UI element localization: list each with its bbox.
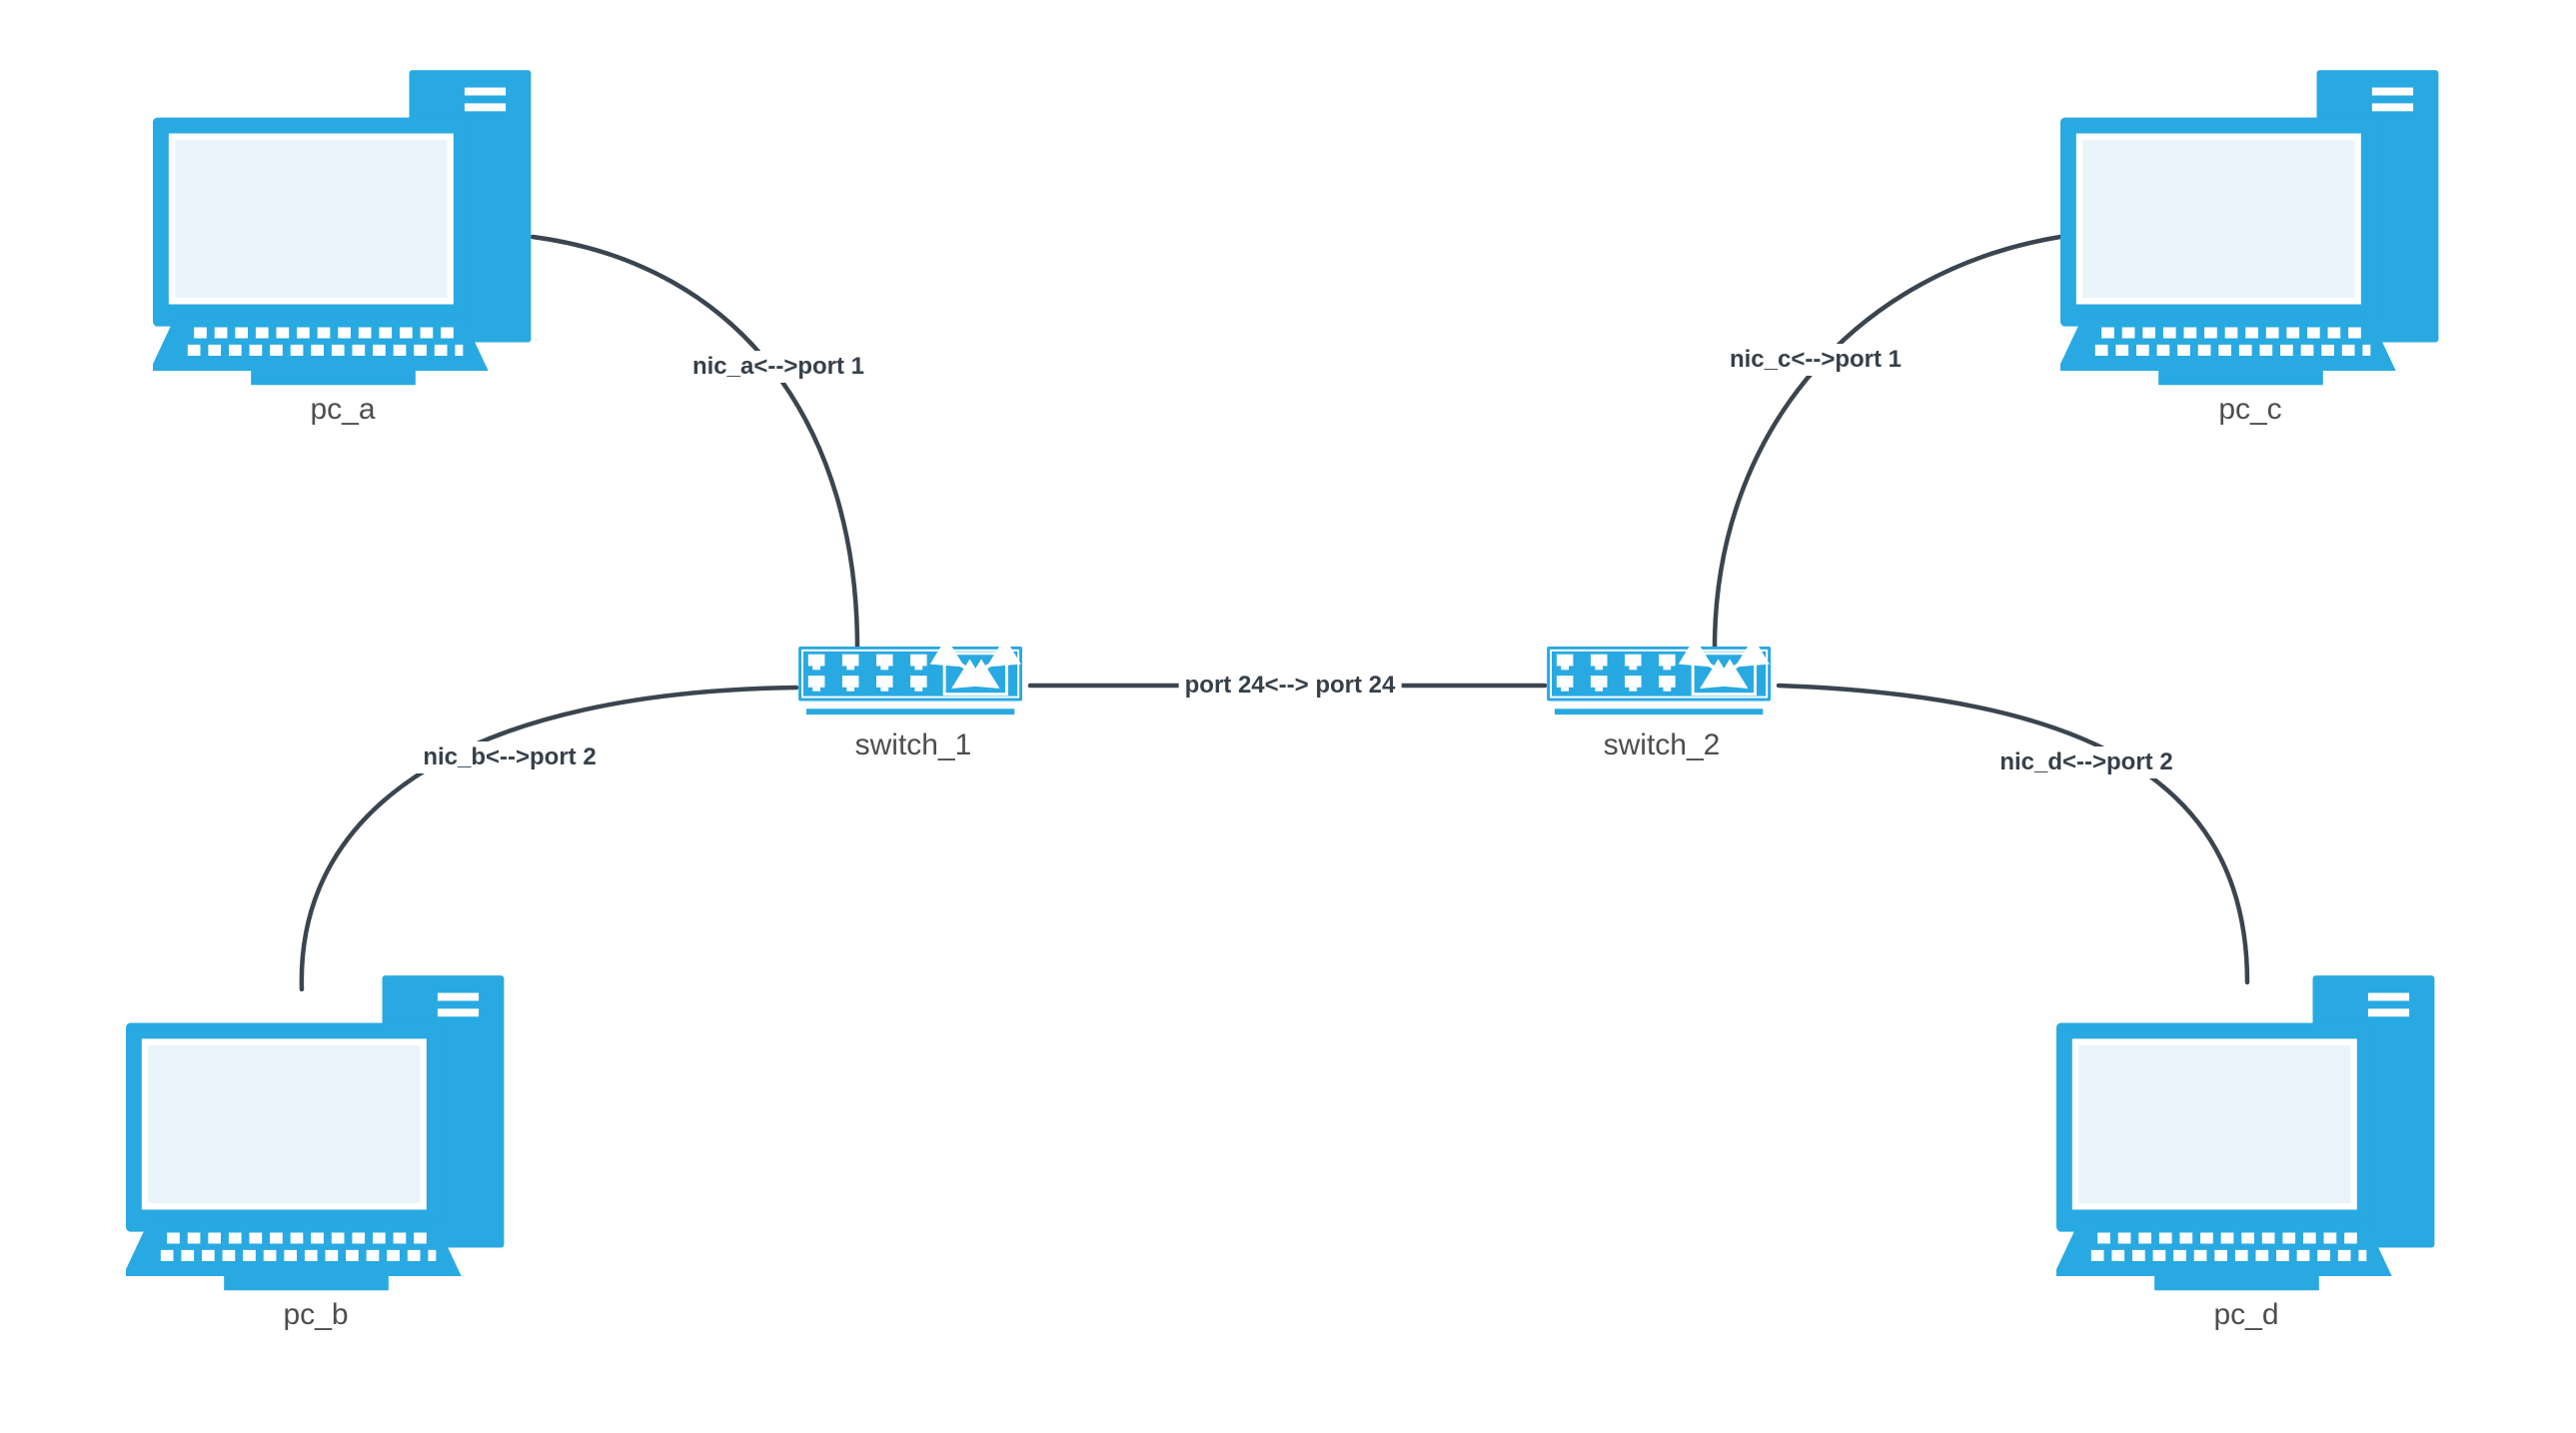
node-switch-2[interactable]: switch_2 <box>1545 645 1779 762</box>
node-switch-1[interactable]: switch_1 <box>796 645 1030 762</box>
node-pc-b[interactable]: pc_b <box>126 975 506 1332</box>
switch-icon <box>1545 645 1779 718</box>
node-pc-c[interactable]: pc_c <box>2060 70 2440 427</box>
edge-pc_d-switch_2[interactable] <box>1776 683 2250 985</box>
node-pc-a[interactable]: pc_a <box>153 70 533 427</box>
switch-icon <box>796 645 1030 718</box>
node-label-pc-a: pc_a <box>310 393 376 426</box>
node-label-pc-d: pc_d <box>2213 1298 2279 1331</box>
pc-icon <box>2060 70 2440 387</box>
node-pc-d[interactable]: pc_d <box>2056 975 2436 1332</box>
edge-label-port-24-port-24: port 24<--> port 24 <box>1178 670 1402 702</box>
edge-label-nic-a-port-1: nic_a<-->port 1 <box>685 351 871 383</box>
node-label-switch-2: switch_2 <box>1603 728 1721 761</box>
edge-pc_b-switch_1[interactable] <box>299 685 799 992</box>
edge-pc_c-switch_2[interactable] <box>1712 234 2063 651</box>
pc-icon <box>126 975 506 1292</box>
node-label-pc-b: pc_b <box>283 1298 349 1331</box>
edge-label-nic-c-port-1: nic_c<-->port 1 <box>1723 344 1909 376</box>
pc-icon <box>153 70 533 387</box>
node-label-pc-c: pc_c <box>2218 393 2282 426</box>
edge-label-nic-d-port-2: nic_d<-->port 2 <box>1993 746 2179 778</box>
pc-icon <box>2056 975 2436 1292</box>
edge-pc_a-switch_1[interactable] <box>530 234 860 651</box>
edge-label-nic-b-port-2: nic_b<-->port 2 <box>417 741 603 773</box>
node-label-switch-1: switch_1 <box>854 728 972 761</box>
